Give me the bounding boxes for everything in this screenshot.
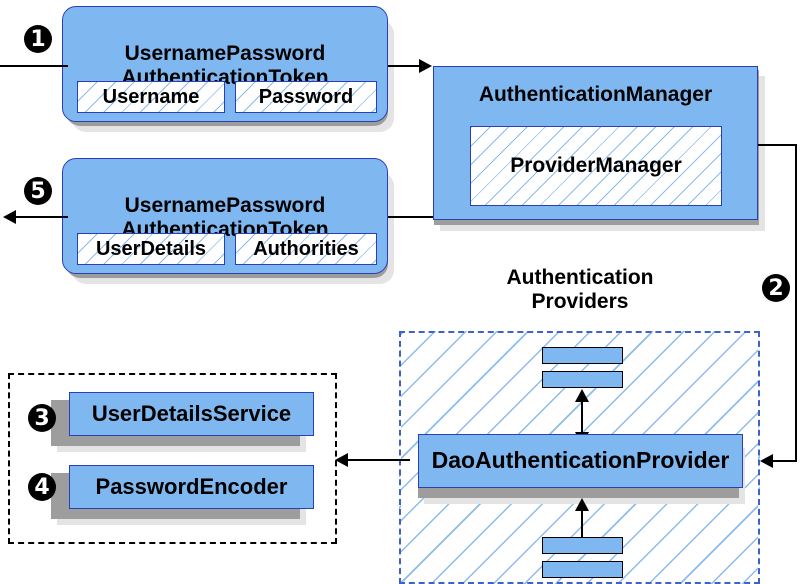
request-token-title-line1: UsernamePassword: [124, 42, 326, 66]
provider-manager-box[interactable]: ProviderManager: [470, 126, 722, 206]
step-badge-5: 5: [24, 177, 52, 205]
connector-dao-to-collaborators-arrow: [335, 453, 348, 467]
dao-authentication-provider-label: DaoAuthenticationProvider: [431, 447, 730, 474]
connector-manager-right-stub: [758, 144, 797, 146]
response-token-field-userdetails-label: UserDetails: [95, 237, 207, 260]
request-token-field-password-label: Password: [258, 85, 354, 108]
response-token-title-line1: UsernamePassword: [124, 194, 326, 218]
response-token-field-authorities[interactable]: Authorities: [235, 233, 377, 265]
step-badge-1: 1: [24, 25, 52, 53]
connector-token-to-manager-arrow: [419, 59, 432, 73]
connector-dao-to-collaborators: [348, 459, 410, 461]
request-token-field-password[interactable]: Password: [235, 81, 377, 113]
user-details-service-label: UserDetailsService: [91, 400, 292, 426]
connector-right-rail: [795, 144, 797, 461]
password-encoder-box[interactable]: PasswordEncoder: [69, 465, 314, 509]
provider-link-top-line: [581, 396, 583, 438]
password-encoder-label: PasswordEncoder: [95, 473, 288, 499]
response-token-field-userdetails[interactable]: UserDetails: [77, 233, 225, 265]
provider-link-bottom-arrow-up: [575, 498, 589, 511]
dao-authentication-provider-box[interactable]: DaoAuthenticationProvider: [418, 434, 743, 488]
step-badge-3-label: 3: [34, 405, 50, 431]
step-badge-2: 2: [762, 274, 790, 302]
step-badge-2-label: 2: [768, 275, 784, 301]
authentication-providers-caption-line2: Providers: [531, 289, 629, 313]
user-details-service-box[interactable]: UserDetailsService: [69, 392, 314, 436]
other-provider-top-bar-2[interactable]: [542, 371, 623, 388]
authentication-providers-caption-line1: Authentication: [506, 266, 654, 289]
provider-manager-label: ProviderManager: [510, 154, 682, 177]
other-provider-bottom-bar-1[interactable]: [542, 537, 623, 554]
other-provider-top-bar-1[interactable]: [542, 347, 623, 364]
provider-link-top-arrow-up: [575, 389, 589, 402]
connector-response-out-arrow: [3, 210, 16, 224]
connector-token-to-manager: [388, 65, 422, 67]
connector-rail-to-dao-provider-arrow: [760, 454, 773, 468]
step-badge-1-label: 1: [30, 26, 46, 52]
request-token-field-username-label: Username: [102, 85, 200, 108]
step-badge-5-label: 5: [30, 178, 46, 204]
step-badge-3: 3: [28, 404, 56, 432]
response-token-field-authorities-label: Authorities: [253, 237, 359, 260]
step-badge-4-label: 4: [34, 474, 50, 500]
connector-incoming-request: [0, 65, 68, 67]
provider-link-bottom-line: [581, 505, 583, 543]
connector-rail-to-dao-provider: [773, 460, 797, 462]
connector-response-out: [16, 216, 68, 218]
connector-manager-to-response-token: [388, 216, 433, 218]
step-badge-4: 4: [28, 473, 56, 501]
other-provider-bottom-bar-2[interactable]: [542, 561, 623, 578]
authentication-providers-caption: Authentication Providers: [470, 266, 690, 313]
authentication-manager-label: AuthenticationManager: [478, 83, 713, 106]
request-token-field-username[interactable]: Username: [77, 81, 225, 113]
